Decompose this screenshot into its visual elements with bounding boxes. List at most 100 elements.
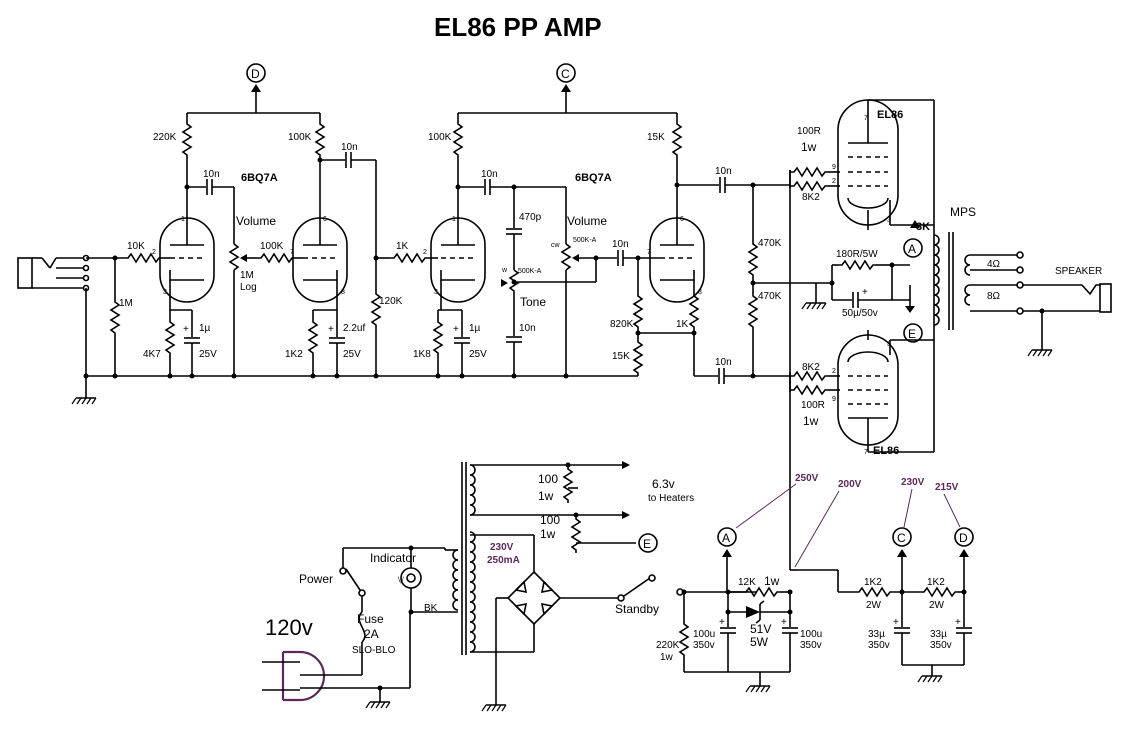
r-2w-b-label: 2W — [929, 600, 945, 611]
r-100-a-label: 100 — [538, 472, 558, 486]
r-1w-f-label: 1w — [660, 652, 674, 663]
heater-voltage: 6.3v — [652, 477, 675, 491]
c-10n-5-label: 10n — [715, 166, 732, 177]
c-10n-1-label: 10n — [203, 169, 220, 180]
output-transformer — [933, 232, 971, 330]
node-a-transformer-label: A — [908, 242, 916, 256]
r-220k-b-label: 220K — [656, 640, 680, 651]
fuse-rating: 2A — [364, 627, 379, 641]
svg-text:+: + — [781, 617, 787, 628]
c-1u-a-label: 1µ — [199, 323, 211, 334]
c-25v-c-label: 25V — [469, 349, 487, 360]
c-50u-label: 50µ/50v — [842, 308, 878, 319]
pin-3-v2: 3 — [434, 289, 438, 296]
node-e-heater-label: E — [643, 537, 651, 551]
transformer-primary-label: 3K — [916, 221, 930, 233]
volume-1-label: Volume — [236, 214, 276, 228]
speaker-label: SPEAKER — [1055, 266, 1102, 277]
tone-pot-w: w — [501, 267, 508, 274]
c-10n-tone-label: 10n — [519, 323, 536, 334]
tube-el86-bottom — [837, 334, 899, 446]
pin-2-out1: 2 — [832, 178, 836, 185]
node-c-top: C — [556, 63, 576, 83]
tone-pot-value: 500K-A — [518, 268, 542, 275]
svg-text:+: + — [955, 617, 961, 628]
r-820k-label: 820K — [610, 319, 634, 330]
svg-text:+: + — [719, 617, 725, 628]
pin-3-out1: 3 — [887, 217, 891, 224]
transformer-brand-label: MPS — [950, 205, 976, 219]
c-350v-a-label: 350v — [693, 640, 715, 651]
r-2w-a-label: 2W — [866, 600, 882, 611]
r-1w-e-label: 1w — [764, 574, 780, 588]
r-100r-b-label: 100R — [801, 400, 825, 411]
r-1k2-b-label: 1K2 — [927, 577, 945, 588]
secondary-current: 250mA — [487, 555, 520, 566]
tap-8-ohm: 8Ω — [987, 291, 1001, 302]
r-100k-b-label: 100K — [428, 132, 452, 143]
node-c-supply-label: C — [897, 531, 906, 545]
c-22uf-label: 2.2uf — [343, 323, 365, 334]
r-4k7-label: 4K7 — [143, 349, 161, 360]
tube-el86-bottom-type: EL86 — [873, 445, 899, 457]
c-1u-b-label: 1µ — [469, 323, 481, 334]
r-1w-b-label: 1w — [803, 414, 819, 428]
c-25v-a-label: 25V — [199, 349, 217, 360]
r-1k-cath-label: 1K — [676, 319, 689, 330]
zener-voltage: 51V — [750, 622, 771, 636]
tone-label: Tone — [520, 295, 546, 309]
c-10n-6-label: 10n — [715, 357, 732, 368]
svg-text:+: + — [328, 324, 334, 335]
r-1k-grid-label: 1K — [396, 241, 409, 252]
r-100k-grid-label: 100K — [260, 241, 284, 252]
pin-7-out1: 7 — [864, 115, 868, 122]
c-10n-4-label: 10n — [612, 239, 629, 250]
fuse-type: SLO-BLO — [352, 645, 396, 656]
pin-6-v2: 6 — [680, 216, 684, 223]
c-25v-b-label: 25V — [343, 349, 361, 360]
power-transformer — [452, 462, 476, 655]
c-100u-a-label: 100u — [693, 629, 715, 640]
pin-2-v1: 2 — [152, 249, 156, 256]
r-1w-c-label: 1w — [538, 489, 554, 503]
c-10n-3-label: 10n — [481, 169, 498, 180]
c-350v-d-label: 350v — [930, 640, 952, 651]
r-1w-a-label: 1w — [801, 140, 817, 154]
pin-3-v1: 3 — [163, 289, 167, 296]
r-220k-label: 220K — [153, 132, 177, 143]
r-1k2-a-label: 1K2 — [864, 577, 882, 588]
c-350v-c-label: 350v — [868, 640, 890, 651]
r-10k-label: 10K — [127, 241, 145, 252]
c-10n-2-label: 10n — [341, 142, 358, 153]
tube-v2-type: 6BQ7A — [575, 172, 612, 184]
svg-text:+: + — [183, 324, 189, 335]
r-12k-label: 12K — [738, 577, 756, 588]
pin-7-v2: 7 — [647, 249, 651, 256]
pin-6-v1: 6 — [323, 216, 327, 223]
node-a-supply-label: A — [722, 531, 730, 545]
pot-1-taper: Log — [240, 282, 257, 293]
svg-text:+: + — [453, 324, 459, 335]
pin-3-out2: 3 — [887, 341, 891, 348]
power-switch-label: Power — [299, 572, 333, 586]
voltage-215v: 215V — [935, 482, 959, 493]
pin-1-v1: 1 — [181, 216, 185, 223]
voltage-230v: 230V — [901, 477, 925, 488]
r-180r-label: 180R/5W — [836, 249, 878, 260]
bridge-rectifier — [506, 570, 562, 626]
c-33u-a-label: 33µ — [868, 629, 885, 640]
r-470k-b-label: 470K — [758, 291, 782, 302]
r-15k-a-label: 15K — [647, 132, 665, 143]
pin-8-v2: 8 — [698, 289, 702, 296]
node-d-supply-label: D — [959, 531, 968, 545]
input-jack — [17, 254, 90, 292]
r-120k-label: 120K — [379, 296, 403, 307]
node-e-transformer-label: E — [908, 327, 916, 341]
pin-9-out1: 9 — [832, 164, 836, 171]
tube-v2 — [430, 217, 705, 303]
r-100-b-label: 100 — [540, 513, 560, 527]
node-a-supply: A — [717, 527, 737, 547]
tube-el86-top-type: EL86 — [877, 109, 903, 121]
